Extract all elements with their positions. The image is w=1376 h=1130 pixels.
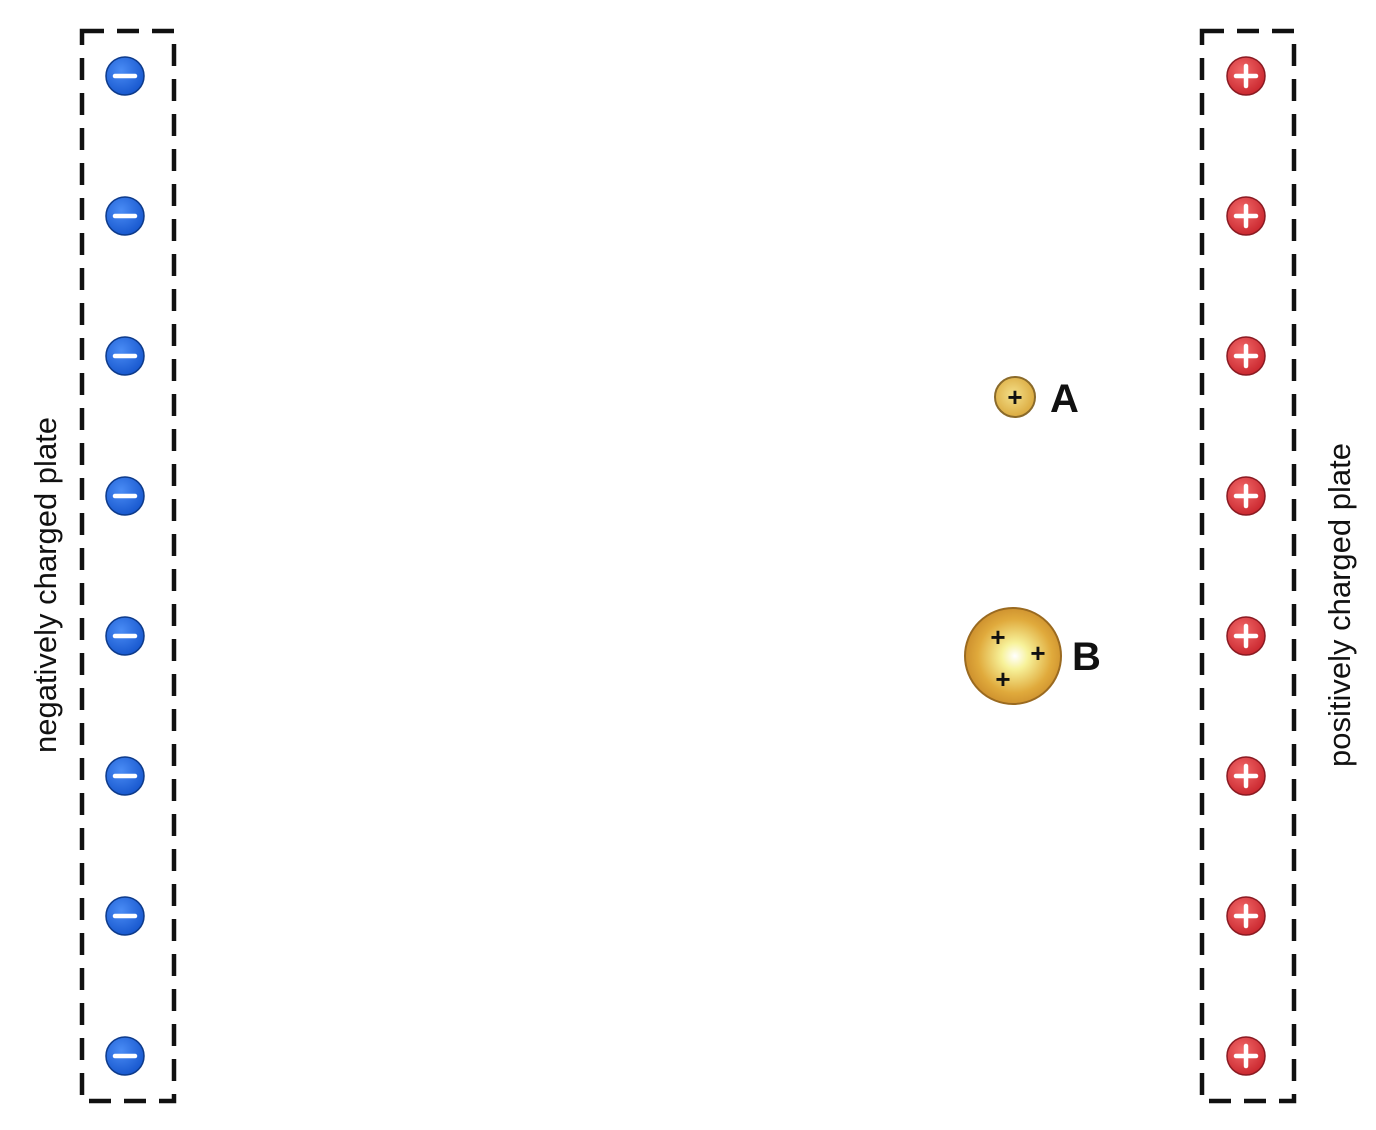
minus-circle-icon (105, 56, 145, 96)
positive-plate-label: positively charged plate (1322, 443, 1357, 767)
plus-circle-icon (1226, 196, 1266, 236)
particle-a: + A (994, 376, 1079, 421)
particle-b-charge-sign: + (1030, 638, 1045, 668)
particle-b-charge-sign: + (990, 622, 1005, 652)
plus-circle-icon (1226, 616, 1266, 656)
particle-a-label: A (1050, 377, 1079, 421)
plus-circle-icon (1226, 56, 1266, 96)
negative-plate-label: negatively charged plate (28, 417, 63, 753)
negative-plate (79, 28, 177, 1104)
plus-circle-icon (1226, 1036, 1266, 1076)
plus-circle-icon (1226, 336, 1266, 376)
minus-circle-icon (105, 476, 145, 516)
particle-a-charge-sign: + (1007, 382, 1022, 412)
particle-b: + + + B (964, 607, 1101, 705)
particle-b-body (964, 607, 1062, 705)
particle-a-body (994, 376, 1036, 418)
minus-circle-icon (105, 336, 145, 376)
minus-circle-icon (105, 616, 145, 656)
minus-circle-icon (105, 756, 145, 796)
particle-b-charge-sign: + (995, 664, 1010, 694)
negative-charges (105, 56, 145, 1076)
positive-plate (1199, 28, 1297, 1104)
minus-circle-icon (105, 1036, 145, 1076)
negative-plate-outline (79, 28, 177, 1104)
positive-plate-outline (1199, 28, 1297, 1104)
plus-circle-icon (1226, 476, 1266, 516)
particle-b-label: B (1072, 635, 1101, 679)
minus-circle-icon (105, 196, 145, 236)
plus-circle-icon (1226, 756, 1266, 796)
positive-charges (1226, 56, 1266, 1076)
plus-circle-icon (1226, 896, 1266, 936)
minus-circle-icon (105, 896, 145, 936)
